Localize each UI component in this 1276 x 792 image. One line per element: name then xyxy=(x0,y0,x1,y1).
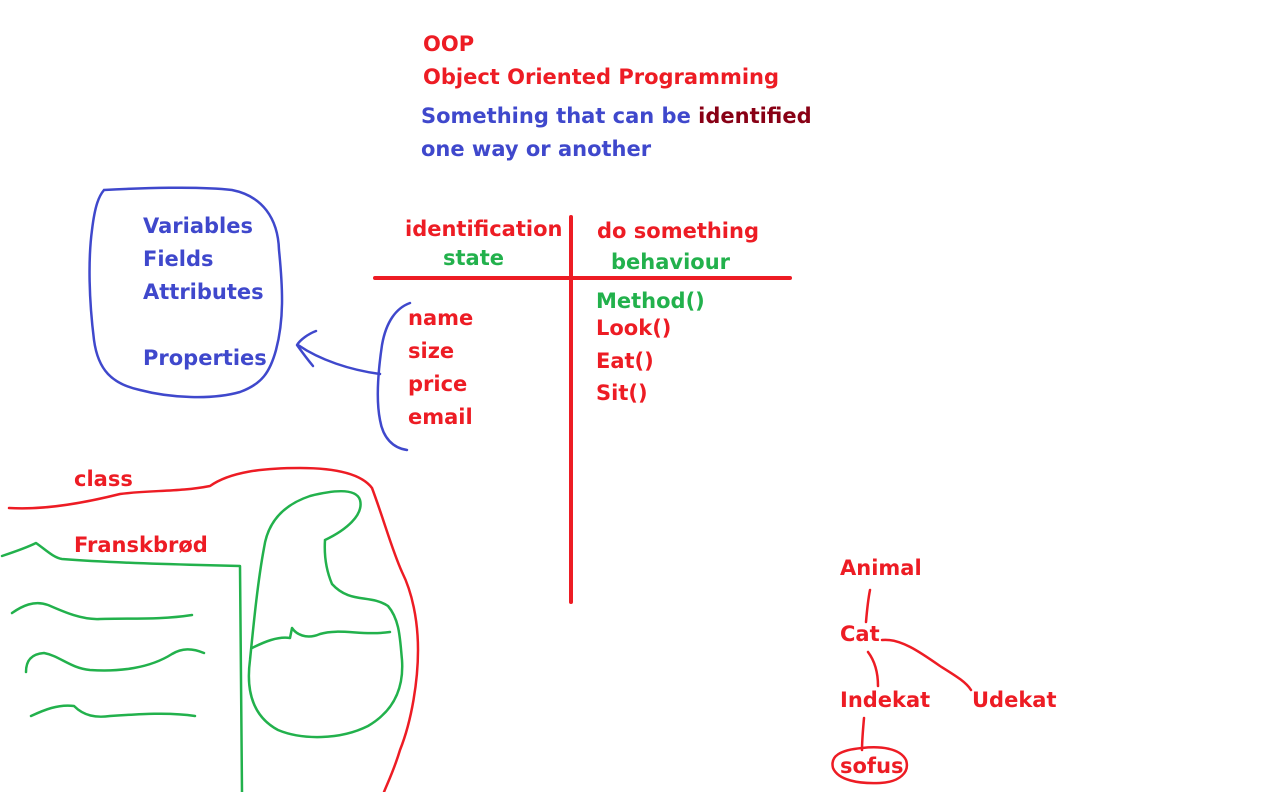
synonym-properties: Properties xyxy=(143,346,267,370)
bread-top xyxy=(0,541,244,792)
definition-line-1: Something that can be identified xyxy=(421,106,812,127)
state-item-email: email xyxy=(408,405,473,429)
behaviour-item-method: Method() xyxy=(596,289,705,313)
class-name: Franskbrød xyxy=(74,533,208,557)
state-item-size: size xyxy=(408,339,455,363)
arrow-head xyxy=(295,329,318,368)
definition-line-2: one way or another xyxy=(421,137,652,161)
state-item-price: price xyxy=(408,372,468,396)
bread-line-3 xyxy=(29,704,197,718)
hierarchy-udekat: Udekat xyxy=(972,688,1057,712)
behaviour-header: behaviour xyxy=(611,250,731,274)
hierarchy-cat: Cat xyxy=(840,622,880,646)
identification-header: identification xyxy=(405,217,563,241)
synonyms-bubble xyxy=(88,186,284,399)
synonym-attributes: Attributes xyxy=(143,280,264,304)
hierarchy-sofus: sofus xyxy=(840,754,904,778)
title-full: Object Oriented Programming xyxy=(423,65,780,89)
tree-edge-indekat-sofus xyxy=(860,716,866,752)
behaviour-item-eat: Eat() xyxy=(596,349,654,373)
title-abbreviation: OOP xyxy=(423,32,475,56)
hierarchy-animal: Animal xyxy=(840,556,922,580)
state-brace xyxy=(376,301,412,452)
synonym-fields: Fields xyxy=(143,247,214,271)
behaviour-item-sit: Sit() xyxy=(596,381,648,405)
tree-edge-cat-udekat xyxy=(880,638,973,692)
tree-edge-cat-indekat xyxy=(866,650,880,688)
bread-slice-crust-line xyxy=(250,626,392,650)
state-header: state xyxy=(443,246,504,270)
definition-text: Something that can be xyxy=(421,104,691,128)
hierarchy-indekat: Indekat xyxy=(840,688,931,712)
bread-line-2 xyxy=(24,648,206,674)
do-something-header: do something xyxy=(597,219,759,243)
bread-line-1 xyxy=(10,601,194,621)
definition-highlight: identified xyxy=(698,104,812,128)
tree-edge-animal-cat xyxy=(864,588,872,624)
sofus-circle xyxy=(831,746,909,785)
arrow-shaft xyxy=(296,343,382,376)
class-outline xyxy=(7,466,420,792)
behaviour-item-look: Look() xyxy=(596,316,672,340)
state-item-name: name xyxy=(408,306,474,330)
class-label: class xyxy=(74,467,133,491)
synonym-variables: Variables xyxy=(143,214,253,238)
bread-slice-outline xyxy=(247,490,404,739)
